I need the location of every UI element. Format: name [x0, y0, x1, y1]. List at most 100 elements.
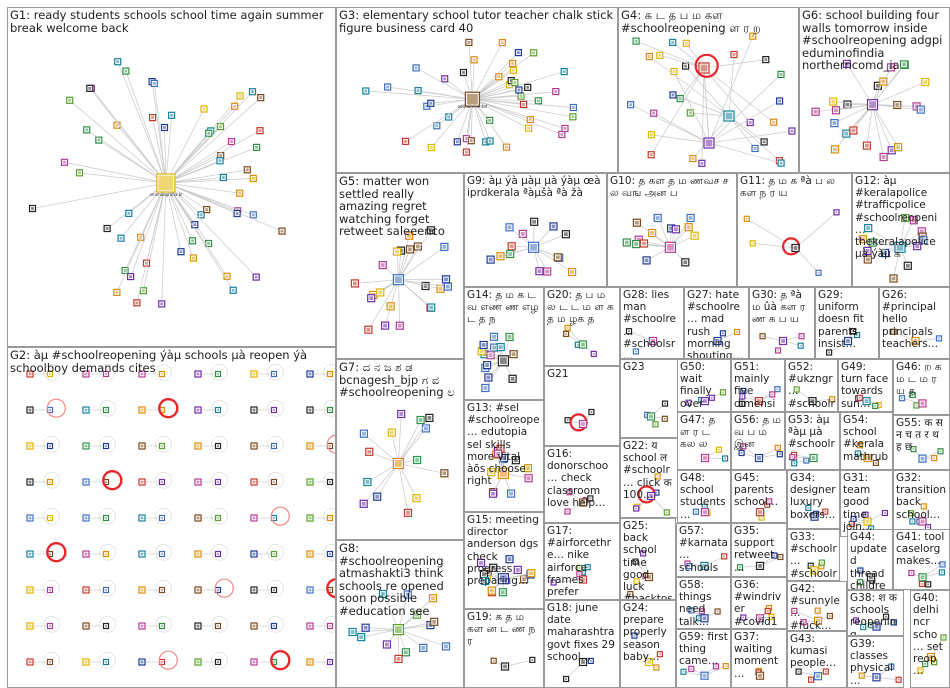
self-loop-edge — [267, 616, 284, 633]
network-edge — [165, 97, 261, 184]
node-avatar-fill — [834, 108, 838, 113]
node-avatar-fill — [161, 625, 163, 627]
group-graph-g16 — [564, 489, 594, 515]
network-edge — [398, 279, 441, 290]
group-panel-g25: G25: back school time good luck #backtos… — [620, 518, 676, 600]
network-edge — [634, 635, 650, 663]
group-panel-g19: G19: க த ம கள ன ட ண ந ர — [464, 609, 544, 688]
group-label-g16: G16: donorschoo… check classroom love he… — [547, 448, 609, 509]
group-label-g29: G29: uniform doesn fit parents insist… — [818, 289, 864, 350]
group-label-g33: G33: #schoolr… #schoolr… — [790, 531, 837, 580]
node-avatar-fill — [526, 86, 530, 89]
node-avatar-fill — [207, 131, 211, 135]
node-avatar-fill — [683, 260, 688, 265]
node-avatar-fill — [686, 225, 691, 230]
group-panel-g33: G33: #schoolr… #schoolr… — [787, 529, 840, 581]
node-avatar-fill — [578, 573, 581, 576]
group-graph-g30 — [759, 333, 805, 354]
node-avatar-fill — [273, 661, 275, 663]
network-edge — [752, 242, 796, 249]
node-avatar-fill — [920, 519, 925, 524]
node-avatar-fill — [659, 653, 661, 656]
node-avatar-fill — [592, 353, 595, 355]
network-edge — [165, 108, 205, 184]
node-avatar-fill — [865, 249, 870, 253]
node-avatar-fill — [28, 552, 32, 556]
node-avatar-fill — [231, 288, 235, 292]
node-avatar-fill — [671, 93, 675, 97]
node-avatar-fill — [469, 139, 473, 143]
node-avatar-fill — [688, 565, 691, 568]
node-avatar-fill — [49, 661, 51, 663]
node-avatar-fill — [762, 140, 766, 144]
node-avatar-fill — [251, 90, 254, 94]
network-edge — [728, 115, 765, 143]
node-avatar-fill — [758, 616, 762, 621]
node-avatar-fill — [725, 112, 733, 120]
network-edge — [472, 42, 503, 100]
self-loop-edge — [211, 508, 228, 525]
group-panel-g58: G58: things need talk… — [676, 577, 731, 629]
node-avatar-fill — [251, 177, 255, 180]
group-panel-g27: G27: hate #schoolre… mad rush morning sh… — [684, 287, 749, 359]
self-loop-edge — [99, 544, 116, 561]
group-label-g10: G10: த கள த ம ணவச ச ல வங அன ப — [610, 175, 729, 200]
group-label-g54: G54: school #kerala mathrub… — [843, 414, 889, 470]
group-panel-g41: G41: tool caselorg makes… — [893, 529, 950, 590]
node-avatar-fill — [779, 161, 783, 165]
node-avatar-fill — [811, 456, 816, 460]
node-avatar-fill — [49, 409, 51, 411]
node-avatar-fill — [634, 39, 638, 43]
network-edge — [69, 100, 167, 184]
node-avatar-fill — [723, 555, 726, 558]
network-edge — [165, 141, 232, 184]
node-avatar-fill — [492, 334, 496, 339]
node-avatar-fill — [517, 88, 521, 92]
group-label-g4: G4: க ட த ப ம கள #schoolreopening ள ர ற — [621, 8, 761, 35]
node-avatar-fill — [895, 103, 900, 107]
network-edge — [136, 182, 167, 303]
group-panel-g39: G39: classes physical… — [847, 636, 904, 688]
node-avatar-fill — [633, 634, 636, 637]
node-avatar-fill — [511, 352, 516, 357]
node-avatar-fill — [196, 660, 200, 664]
node-avatar-fill — [381, 592, 385, 596]
node-avatar-fill — [308, 444, 312, 448]
network-edge — [89, 88, 167, 184]
node-avatar-fill — [889, 65, 893, 70]
node-avatar-fill — [308, 588, 312, 592]
node-avatar-fill — [864, 399, 869, 403]
group-graph-g45 — [755, 498, 773, 521]
node-avatar-fill — [856, 334, 858, 336]
node-avatar-fill — [629, 593, 632, 595]
group-panel-g16: G16: donorschoo… check classroom love he… — [544, 446, 620, 523]
node-avatar-fill — [740, 452, 743, 454]
group-label-g49: G49: turn face towards sun… — [841, 361, 889, 410]
network-edge — [708, 74, 782, 144]
group-graph-g39 — [858, 663, 902, 683]
node-avatar-fill — [514, 458, 518, 463]
group-graph-g8 — [348, 589, 451, 664]
group-graph-g29 — [826, 327, 861, 356]
network-edge — [833, 101, 873, 106]
node-avatar-fill — [724, 457, 726, 460]
group-graph-g57 — [684, 553, 728, 571]
node-avatar-fill — [921, 583, 923, 585]
node-avatar-fill — [758, 673, 762, 678]
self-loop-edge — [267, 400, 284, 417]
node-avatar-fill — [170, 113, 173, 117]
self-loop-edge — [46, 398, 66, 418]
node-avatar-fill — [833, 147, 837, 152]
node-avatar-fill — [671, 41, 675, 44]
self-loop-edge — [43, 364, 60, 381]
node-avatar-fill — [407, 233, 411, 238]
group-label-g30: G30: த ªà ம ûà கள ர ண க ப ய — [752, 289, 806, 326]
node-avatar-fill — [881, 79, 886, 84]
self-loop-edge — [211, 436, 228, 453]
node-avatar-fill — [809, 564, 812, 567]
self-loop-edge — [211, 364, 228, 381]
network-edge — [352, 629, 399, 633]
node-avatar-fill — [378, 290, 383, 295]
node-avatar-fill — [911, 394, 914, 396]
group-panel-g22: G22: य school ल #schoolr… click क 100… — [620, 438, 680, 518]
